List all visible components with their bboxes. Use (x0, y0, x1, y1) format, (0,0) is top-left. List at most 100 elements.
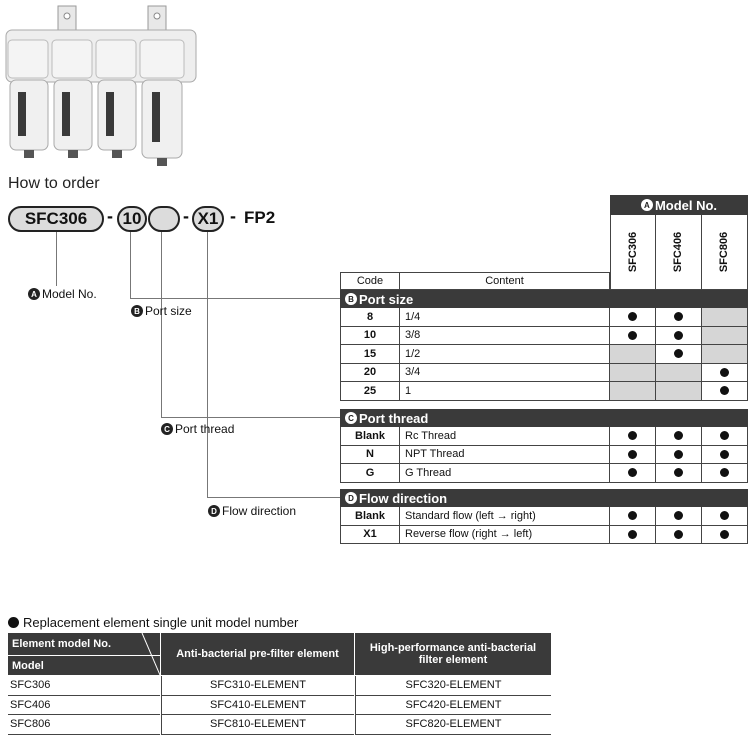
available-cell (702, 427, 748, 446)
row-code: N (340, 445, 400, 464)
available-dot-icon (674, 431, 683, 441)
rep-header-model: Model (8, 655, 160, 675)
row-code: Blank (340, 507, 400, 526)
available-dot-icon (674, 468, 683, 478)
section-title: Flow direction (359, 490, 448, 506)
rep-header-element-model: Element model No. (8, 633, 160, 655)
rep-cell-prefilter: SFC810-ELEMENT (161, 715, 354, 735)
available-dot-icon (720, 449, 729, 459)
unavailable-cell (702, 326, 748, 345)
available-dot-icon (720, 529, 729, 539)
available-cell (702, 464, 748, 483)
row-content: NPT Thread (400, 445, 610, 464)
available-dot-icon (720, 511, 729, 521)
available-dot-icon (674, 349, 683, 359)
port-size-pill: 10 (117, 206, 147, 232)
suffix-fp2: FP2 (244, 208, 276, 227)
available-dot-icon (674, 449, 683, 459)
available-dot-icon (628, 431, 637, 441)
row-code: X1 (340, 525, 400, 544)
available-cell (656, 427, 702, 446)
model-column-header: SFC406 (656, 215, 702, 290)
available-dot-icon (628, 330, 637, 340)
dash-2: - (183, 206, 189, 226)
available-cell (610, 445, 656, 464)
model-column-header: SFC306 (610, 215, 656, 290)
available-cell (656, 326, 702, 345)
available-cell (656, 308, 702, 327)
letter-d-icon: D (208, 505, 220, 517)
row-code: 10 (340, 326, 400, 345)
label-model-no: A Model No. (28, 287, 97, 301)
unavailable-cell (610, 363, 656, 382)
connector-model (56, 232, 57, 286)
model-pill: SFC306 (8, 206, 104, 232)
label-port-thread-text: Port thread (175, 422, 235, 436)
bullet-icon (8, 617, 19, 628)
rep-header-prefilter: Anti-bacterial pre-filter element (161, 633, 354, 675)
available-dot-icon (674, 511, 683, 521)
row-code: 25 (340, 382, 400, 401)
content-header: Content (400, 272, 610, 290)
available-dot-icon (720, 431, 729, 441)
available-dot-icon (674, 330, 683, 340)
label-port-size: B Port size (131, 304, 192, 318)
product-image (5, 5, 197, 166)
available-cell (610, 326, 656, 345)
available-cell (610, 507, 656, 526)
label-port-size-text: Port size (145, 304, 192, 318)
available-cell (610, 464, 656, 483)
replacement-title: Replacement element single unit model nu… (8, 615, 298, 630)
available-cell (702, 445, 748, 464)
available-cell (656, 464, 702, 483)
unavailable-cell (656, 363, 702, 382)
available-cell (656, 345, 702, 364)
row-content: Reverse flow (right → left) (400, 525, 610, 544)
section-title: Port thread (359, 410, 429, 426)
available-dot-icon (628, 529, 637, 539)
letter-a-icon: A (640, 199, 653, 211)
rep-cell-model: SFC406 (8, 696, 160, 715)
rep-cell-hp: SFC820-ELEMENT (355, 715, 551, 735)
row-content: 3/4 (400, 363, 610, 382)
available-cell (610, 525, 656, 544)
row-code: 20 (340, 363, 400, 382)
available-cell (702, 507, 748, 526)
available-dot-icon (720, 367, 729, 377)
row-code: G (340, 464, 400, 483)
model-no-header-text: Model No. (654, 197, 718, 213)
available-cell (702, 363, 748, 382)
flow-pill: X1 (192, 206, 224, 232)
unavailable-cell (610, 345, 656, 364)
available-dot-icon (628, 312, 637, 322)
letter-d-icon: D (345, 492, 357, 504)
letter-a-icon: A (28, 288, 40, 300)
label-flow-direction-text: Flow direction (222, 504, 297, 518)
available-cell (702, 525, 748, 544)
row-content: Standard flow (left → right) (400, 507, 610, 526)
letter-b-icon: B (131, 305, 143, 317)
unavailable-cell (610, 382, 656, 401)
connector-port-thread (161, 232, 162, 417)
how-to-order-title: How to order (8, 175, 100, 192)
row-content: Rc Thread (400, 427, 610, 446)
connector-port-thread-h (161, 417, 340, 418)
row-content: 1/2 (400, 345, 610, 364)
row-code: Blank (340, 427, 400, 446)
rep-cell-hp: SFC320-ELEMENT (355, 676, 551, 696)
available-cell (656, 507, 702, 526)
connector-flow (207, 232, 208, 497)
model-column-header-text: SFC306 (626, 231, 639, 273)
unavailable-cell (702, 345, 748, 364)
model-column-header-text: SFC806 (718, 231, 731, 273)
row-code: 15 (340, 345, 400, 364)
rep-cell-model: SFC306 (8, 676, 160, 696)
connector-port-size (130, 232, 131, 298)
row-content: G Thread (400, 464, 610, 483)
letter-c-icon: C (161, 423, 173, 435)
available-cell (610, 308, 656, 327)
available-dot-icon (674, 529, 683, 539)
label-model-no-text: Model No. (42, 287, 97, 301)
